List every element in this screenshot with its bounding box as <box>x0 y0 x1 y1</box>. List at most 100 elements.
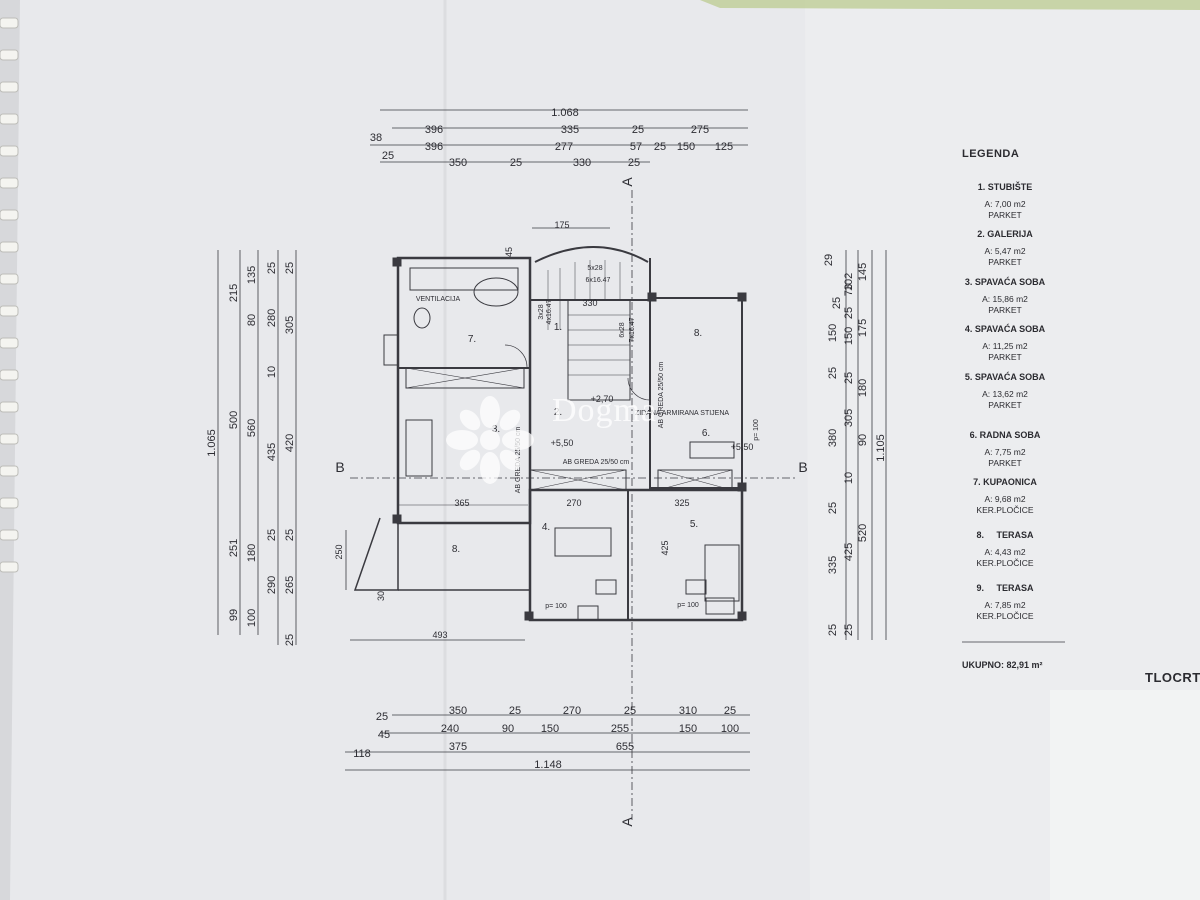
room-number: 4. <box>542 522 550 533</box>
dim-label: 255 <box>611 723 629 735</box>
dim-label: 10 <box>266 366 278 378</box>
dim-label: 125 <box>715 141 733 153</box>
dim-label: 305 <box>843 409 855 427</box>
section-label-a: A <box>619 177 635 187</box>
inner-dim: 45 <box>504 247 514 257</box>
wall-label: ZIDANA ARMIRANA STIJENA <box>635 410 729 417</box>
dim-label: 80 <box>246 314 258 326</box>
dim-label: 175 <box>857 319 869 337</box>
dim-label: 38 <box>370 132 382 144</box>
dim-label: 350 <box>449 157 467 169</box>
dim-label: 25 <box>843 372 855 384</box>
legend-item-name: 9. TERASA <box>976 583 1034 593</box>
dim-label: 100 <box>246 609 258 627</box>
dim-label: 25 <box>382 150 394 162</box>
legend-item-floor: KER.PLOČICE <box>976 558 1034 568</box>
dim-label: 305 <box>284 316 296 334</box>
right-dimensions: 1.105 25 150 25 380 25 335 25 73 102 25 … <box>823 254 887 636</box>
dim-overall-left: 1.065 <box>206 429 218 457</box>
dim-overall-right: 1.105 <box>875 434 887 462</box>
dim-label: 25 <box>284 529 296 541</box>
dim-label: 29 <box>823 254 835 266</box>
dim-label: 150 <box>541 723 559 735</box>
legend-item-name: 3. SPAVAĆA SOBA <box>964 277 1046 287</box>
dim-label: 277 <box>555 141 573 153</box>
inner-dim: 270 <box>566 498 581 508</box>
section-label-a: A <box>619 817 635 827</box>
dim-label: 57 <box>630 141 642 153</box>
room-number: 5. <box>690 519 698 530</box>
stair-label: 7x16.47 <box>629 317 636 342</box>
dim-label: 150 <box>679 723 697 735</box>
dim-label: 118 <box>353 748 371 760</box>
legend-item-name: 7. KUPAONICA <box>973 477 1037 487</box>
legend-item-floor: PARKET <box>988 458 1022 468</box>
dim-label: 520 <box>857 524 869 542</box>
dim-label: 25 <box>509 705 521 717</box>
level-mark: +5,50 <box>731 442 754 452</box>
legend-item-name: 6. RADNA SOBA <box>969 430 1041 440</box>
room-number: 6. <box>702 428 710 439</box>
dim-label: 396 <box>425 124 443 136</box>
inner-dim: 250 <box>334 544 344 559</box>
sill-label: p= 100 <box>677 602 699 609</box>
dim-label: 380 <box>827 429 839 447</box>
dim-label: 25 <box>827 502 839 514</box>
dim-label: 102 <box>843 273 855 291</box>
dim-label: 73 <box>843 284 855 296</box>
legend-item-floor: PARKET <box>988 257 1022 267</box>
dim-label: 25 <box>628 157 640 169</box>
floor-plan <box>217 109 887 820</box>
section-label-b: B <box>335 459 344 475</box>
watermark-text: Dogma <box>552 392 658 429</box>
dim-label: 655 <box>616 741 634 753</box>
dim-label: 420 <box>284 434 296 452</box>
room-number: 8. <box>694 328 702 339</box>
room-numbers: 1. 2. 3. 4. 5. 6. 7. 8. 8. <box>452 322 710 555</box>
dim-label: 280 <box>266 309 278 327</box>
dim-label: 396 <box>425 141 443 153</box>
legend-item-area: A: 13,62 m2 <box>982 389 1028 399</box>
dim-label: 330 <box>573 157 591 169</box>
beam-label: AB GREDA 25/50 cm <box>658 362 665 429</box>
dim-label: 215 <box>228 284 240 302</box>
level-mark: +5,50 <box>551 438 574 448</box>
dim-label: 270 <box>563 705 581 717</box>
sill-label: p= 100 <box>753 419 760 441</box>
legend-item-area: A: 7,75 m2 <box>984 447 1026 457</box>
spiral-binding <box>0 17 19 573</box>
stair-label: 6x28 <box>619 322 626 337</box>
dim-label: 25 <box>654 141 666 153</box>
legend-item-name: 5. SPAVAĆA SOBA <box>964 372 1046 382</box>
legend-item-area: A: 4,43 m2 <box>984 547 1026 557</box>
room-number: 2. <box>554 407 562 418</box>
room-number: 3. <box>492 424 500 435</box>
legend-item-floor: KER.PLOČICE <box>976 611 1034 621</box>
dim-label: 240 <box>441 723 459 735</box>
dim-label: 290 <box>266 576 278 594</box>
stair-label: 3x28 <box>538 304 545 319</box>
stair-label: 4x16.47 <box>546 299 553 324</box>
legend-item-floor: KER.PLOČICE <box>976 505 1034 515</box>
room-number: 7. <box>468 334 476 345</box>
dim-label: 25 <box>843 307 855 319</box>
sill-label: p= 100 <box>545 603 567 610</box>
dim-label: 150 <box>827 324 839 342</box>
dim-label: 350 <box>449 705 467 717</box>
dim-label: 310 <box>679 705 697 717</box>
bottom-dimensions: 25 350 25 270 25 310 25 45 240 90 150 25… <box>353 705 739 771</box>
dim-label: 135 <box>246 266 258 284</box>
dim-label: 425 <box>843 543 855 561</box>
dim-label: 150 <box>677 141 695 153</box>
inner-dim: 325 <box>674 498 689 508</box>
ventilation-label: VENTILACIJA <box>416 296 461 303</box>
dim-label: 265 <box>284 576 296 594</box>
legend-item-area: A: 9,68 m2 <box>984 494 1026 504</box>
beam-label: AB GREDA 25/50 cm <box>563 459 630 466</box>
